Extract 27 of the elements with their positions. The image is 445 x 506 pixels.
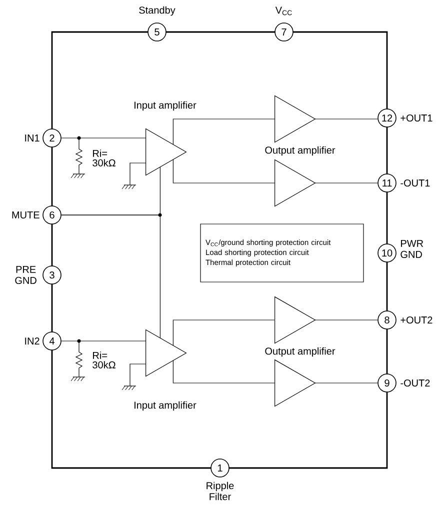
signal-line xyxy=(172,118,276,145)
pin-label: Ripple Filter xyxy=(206,482,234,500)
signal-line xyxy=(172,159,276,184)
signal-line xyxy=(172,320,276,346)
pin-label: IN2 xyxy=(25,338,40,344)
amplifier-label: Output amplifier xyxy=(265,146,336,156)
pin-label: V$_{CC}$ xyxy=(275,6,292,16)
pin-label: Standby xyxy=(139,6,176,16)
signal-line xyxy=(314,118,378,120)
amplifier-label: Input amplifier xyxy=(134,401,196,411)
amplifier-label: Output amplifier xyxy=(265,347,336,357)
signal-line xyxy=(314,382,378,384)
pin-label: PWR GND xyxy=(400,240,424,258)
pin-label: MUTE xyxy=(12,212,40,218)
signal-line xyxy=(61,340,146,342)
pin-label: PRE GND xyxy=(15,266,36,284)
pin-label: IN1 xyxy=(25,134,40,142)
signal-line xyxy=(61,214,160,338)
pin-label: +OUT2 xyxy=(400,316,432,324)
resistor-label: Ri= 30kΩ xyxy=(92,150,116,166)
pin-label: +OUT1 xyxy=(400,114,432,122)
resistor-label: Ri= 30kΩ xyxy=(92,352,116,368)
signal-line xyxy=(172,360,276,384)
signal-line xyxy=(314,182,378,184)
pin-label: -OUT1 xyxy=(400,179,430,187)
amplifier-label: Input amplifier xyxy=(134,101,196,111)
pin-label: -OUT2 xyxy=(400,379,430,387)
